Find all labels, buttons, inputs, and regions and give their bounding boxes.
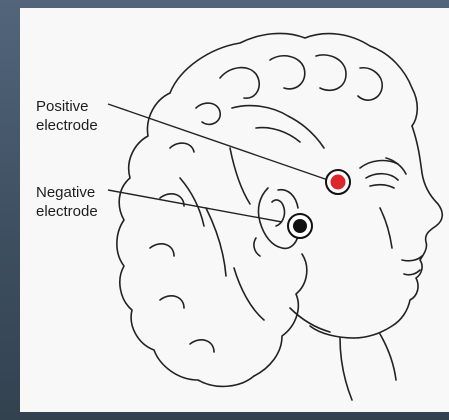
face-outline [290,126,442,400]
positive-electrode [326,170,350,194]
positive-label-line1: Positive [36,97,98,116]
negative-leader-line [108,190,282,222]
negative-electrode-label: Negative electrode [36,183,98,221]
positive-electrode-label: Positive electrode [36,97,98,135]
negative-label-line1: Negative [36,183,98,202]
positive-label-line2: electrode [36,116,98,135]
negative-electrode [288,214,312,238]
negative-label-line2: electrode [36,202,98,221]
diagram-panel: Positive electrode Negative electrode [20,8,449,412]
hair-outline [117,33,417,386]
